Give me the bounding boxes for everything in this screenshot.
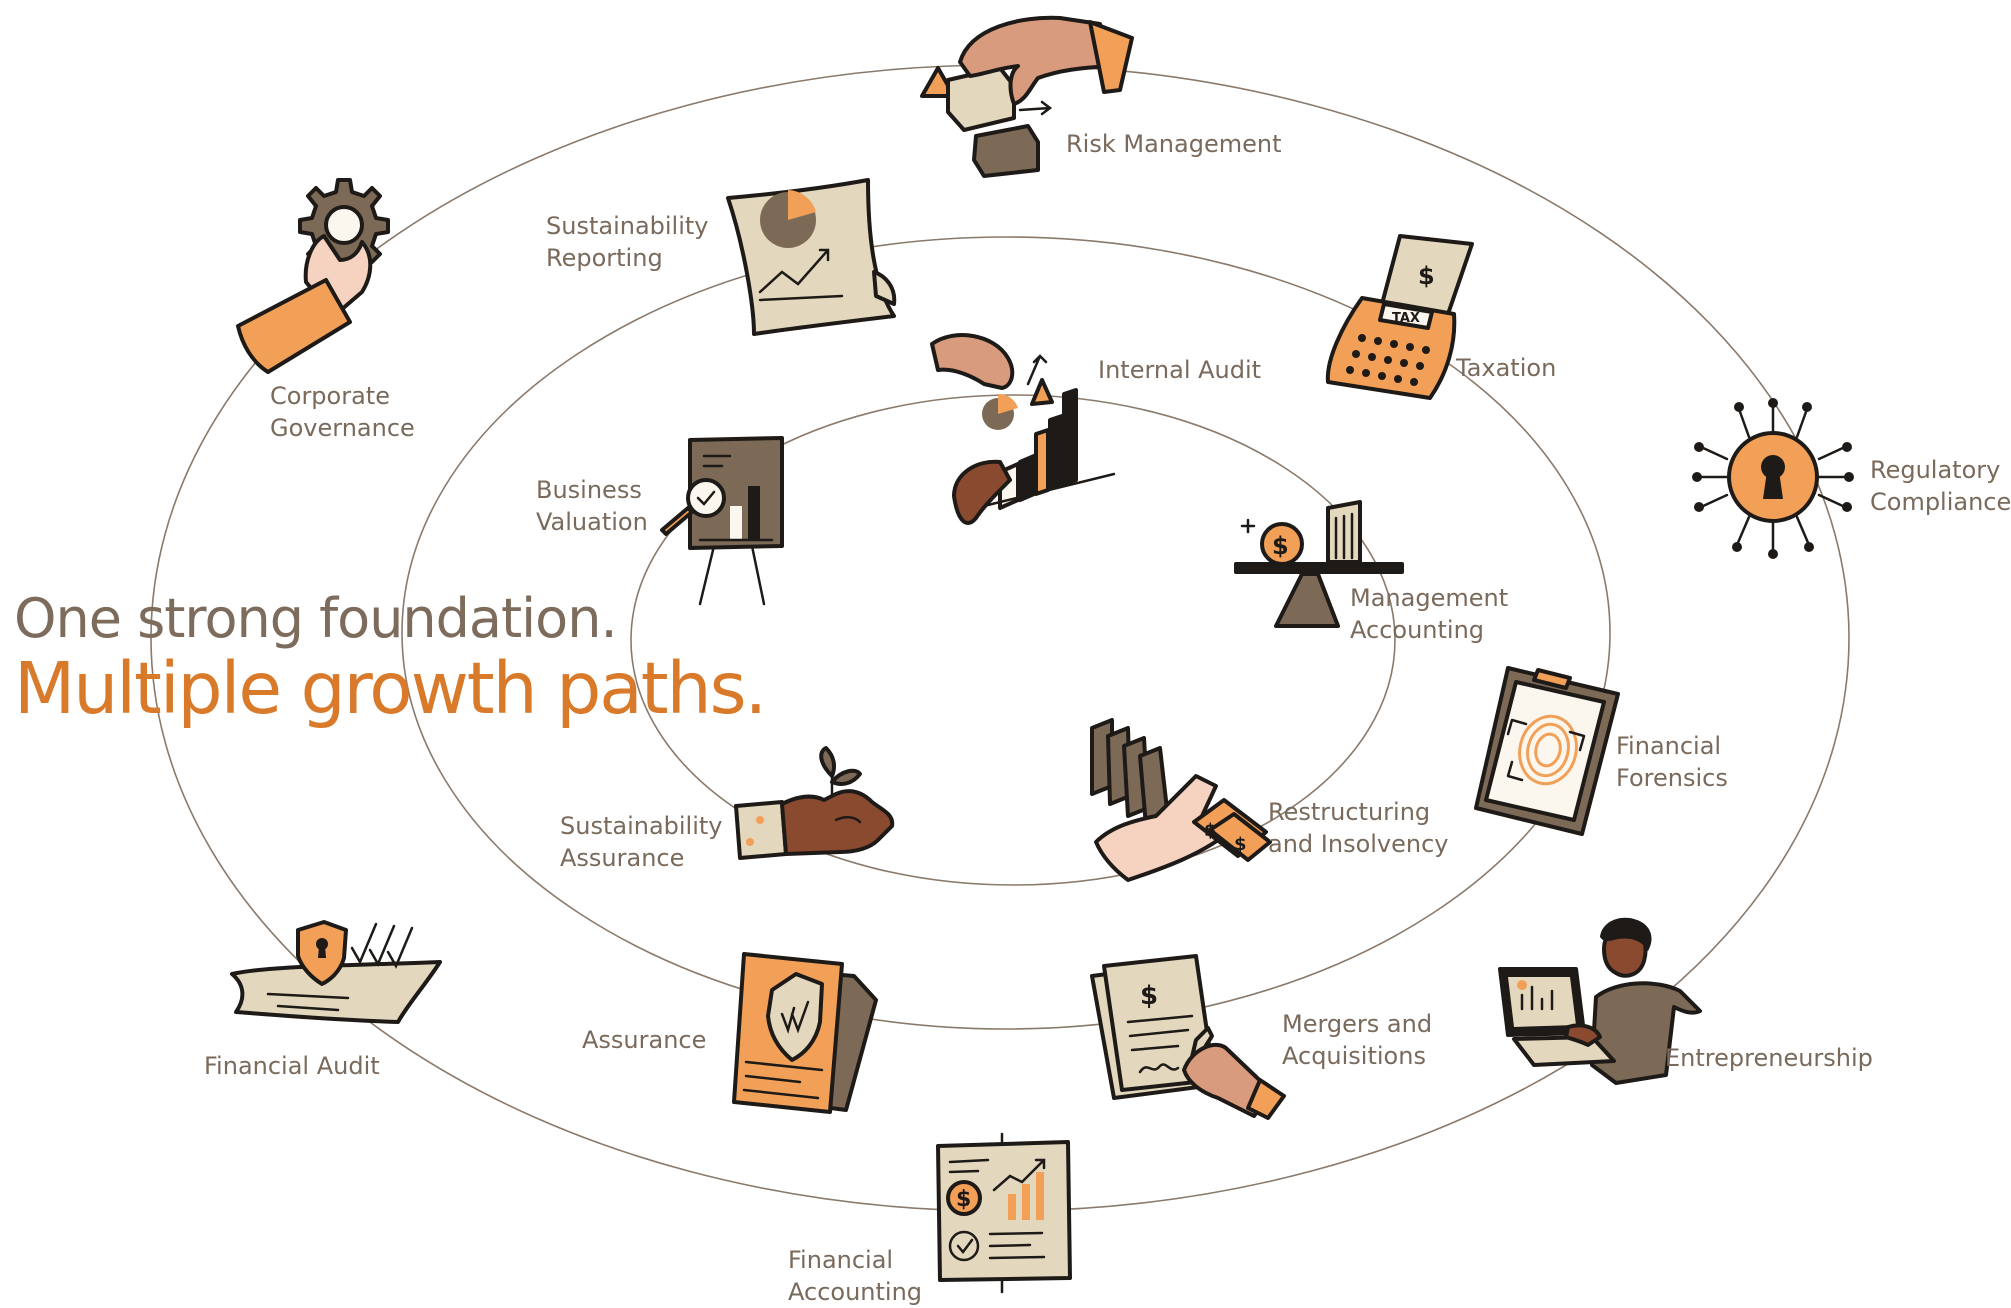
svg-text:$: $ xyxy=(1204,820,1217,841)
svg-text:$: $ xyxy=(1234,834,1247,855)
inner-ring xyxy=(630,394,1396,886)
svg-text:$: $ xyxy=(1140,981,1158,1011)
clipboard-fingerprint-icon xyxy=(1472,664,1622,836)
signing-contract-icon: $ xyxy=(1088,952,1288,1122)
balance-scale-coin-icon: $ xyxy=(1234,492,1406,632)
financial-audit-label: Financial Audit xyxy=(204,1052,380,1080)
financial-forensics-label: Financial Forensics xyxy=(1616,732,1728,792)
person-with-laptop-icon xyxy=(1496,915,1706,1095)
hand-stacking-blocks-icon xyxy=(910,8,1134,178)
headline-line-1: One strong foundation. xyxy=(14,587,618,650)
management-accounting-label: Management Accounting xyxy=(1350,584,1509,644)
svg-text:$: $ xyxy=(1418,262,1435,290)
svg-text:$: $ xyxy=(1272,532,1289,560)
assurance-label: Assurance xyxy=(582,1026,707,1054)
svg-text:$: $ xyxy=(956,1187,971,1212)
mergers-and-acquisitions-label: Mergers and Acquisitions xyxy=(1282,1010,1433,1070)
corporate-governance-label: Corporate Governance xyxy=(270,382,415,442)
headline: One strong foundation. Multiple growth p… xyxy=(14,587,767,731)
regulatory-compliance-label: Regulatory Compliance xyxy=(1870,456,2011,516)
audit-document-checkmarks-icon xyxy=(228,918,448,1028)
sustainability-assurance-label: Sustainability Assurance xyxy=(560,812,723,872)
svg-text:TAX: TAX xyxy=(1392,311,1420,326)
easel-magnifier-icon xyxy=(660,436,790,606)
sustainability-reporting-label: Sustainability Reporting xyxy=(546,212,709,272)
entrepreneurship-label: Entrepreneurship xyxy=(1665,1044,1873,1072)
hand-holding-sprout-icon xyxy=(732,744,900,864)
headline-line-2: Multiple growth paths. xyxy=(14,647,767,731)
shield-document-icon xyxy=(730,950,880,1116)
restructuring-and-insolvency-label: Restructuring and Insolvency xyxy=(1268,798,1449,858)
taxation-label: Taxation xyxy=(1456,354,1557,382)
hands-bar-chart-icon xyxy=(924,324,1124,544)
padlock-circuit-icon xyxy=(1692,397,1854,559)
internal-audit-label: Internal Audit xyxy=(1098,356,1262,384)
dominoes-money-icon: $ $ xyxy=(1084,716,1274,886)
tax-calculator-icon: $ TAX xyxy=(1322,232,1482,402)
business-valuation-label: Business Valuation xyxy=(536,476,648,536)
financial-presentation-board-icon: $ xyxy=(934,1132,1074,1294)
financial-accounting-label: Financial Accounting xyxy=(788,1246,923,1306)
risk-management-label: Risk Management xyxy=(1066,130,1282,158)
hand-holding-gear-icon xyxy=(234,176,404,376)
middle-ring xyxy=(401,236,1611,1030)
report-scroll-chart-icon xyxy=(724,176,900,336)
